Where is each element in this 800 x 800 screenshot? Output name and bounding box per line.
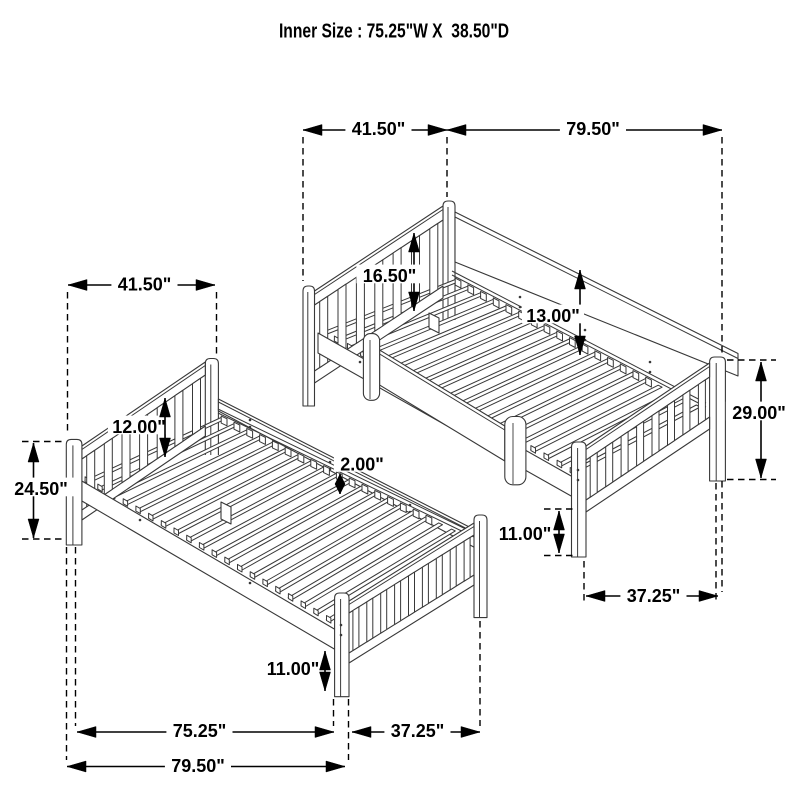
svg-text:37.25": 37.25" xyxy=(391,721,445,741)
svg-text:37.25": 37.25" xyxy=(627,586,681,606)
svg-text:79.50": 79.50" xyxy=(566,119,620,139)
svg-text:41.50": 41.50" xyxy=(118,275,172,295)
svg-text:24.50": 24.50" xyxy=(14,479,68,499)
svg-text:75.25": 75.25" xyxy=(173,721,227,741)
svg-text:11.00": 11.00" xyxy=(267,659,320,679)
svg-text:79.50": 79.50" xyxy=(171,756,225,776)
svg-text:29.00": 29.00" xyxy=(732,403,786,423)
svg-text:13.00": 13.00" xyxy=(526,306,580,326)
svg-text:11.00": 11.00" xyxy=(499,524,552,544)
svg-text:16.50": 16.50" xyxy=(363,266,417,286)
svg-text:2.00": 2.00" xyxy=(340,455,384,475)
svg-text:41.50": 41.50" xyxy=(352,119,406,139)
svg-text:12.00": 12.00" xyxy=(112,417,166,437)
svg-text:Inner Size : 75.25"W X 38.50": Inner Size : 75.25"W X 38.50"D xyxy=(279,20,509,42)
